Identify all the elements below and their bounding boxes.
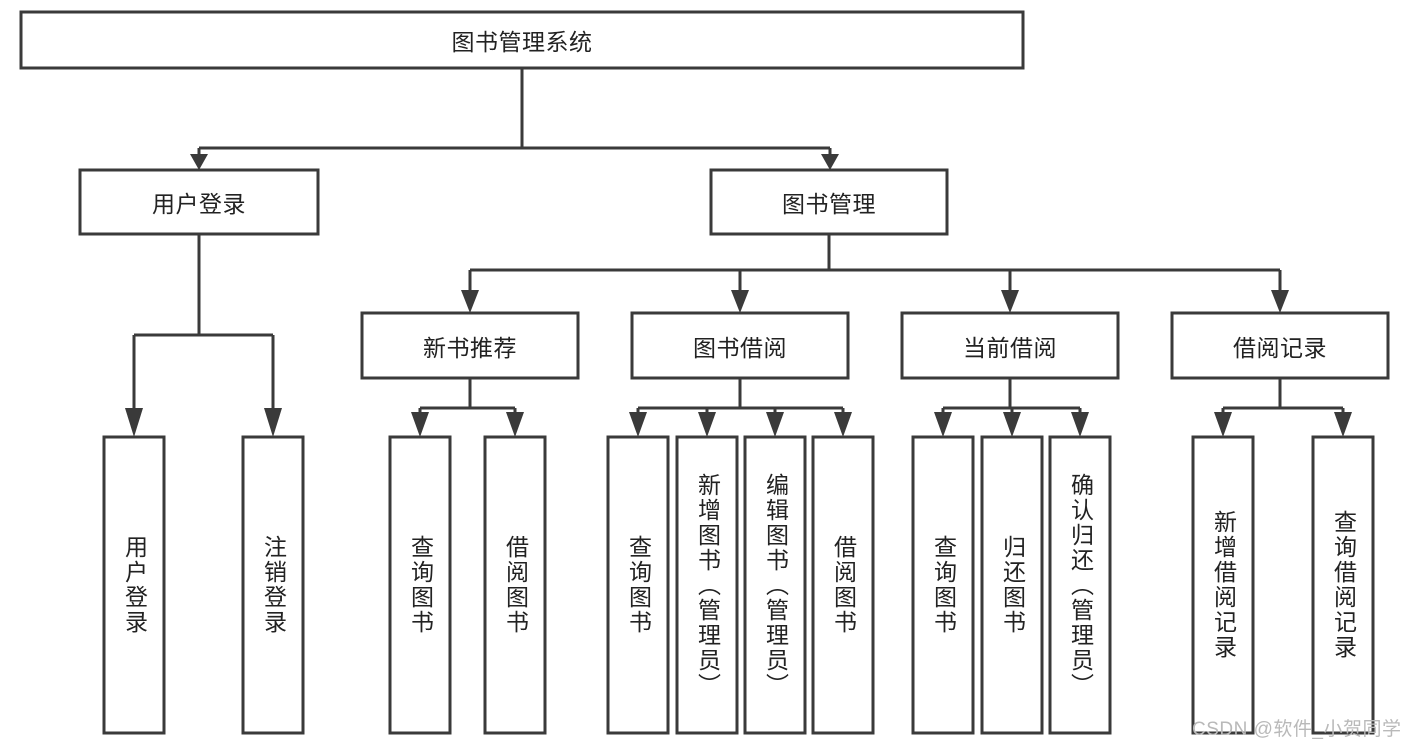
arrow-head-leaf-confirm-return <box>1071 412 1089 437</box>
arrow-head-newbook <box>461 290 479 313</box>
node-box-leaf-user-login[interactable] <box>102 435 166 735</box>
node-box-borrow-record[interactable] <box>1170 311 1390 380</box>
node-box-leaf-query-book-2[interactable] <box>606 435 670 735</box>
arrow-head-borrowrecord <box>1271 290 1289 313</box>
arrow-head-bookborrow <box>731 290 749 313</box>
node-box-leaf-add-record[interactable] <box>1191 435 1255 735</box>
node-label-leaf-user-login: 用户登录 <box>121 535 148 635</box>
node-label-leaf-query-record: 查询借阅记录 <box>1330 510 1357 660</box>
node-box-leaf-query-book-1[interactable] <box>388 435 452 735</box>
connector-layer <box>125 68 1352 437</box>
node-box-leaf-borrow-book-1[interactable] <box>483 435 547 735</box>
arrow-head-user-login <box>190 154 208 170</box>
node-box-leaf-query-record[interactable] <box>1311 435 1375 735</box>
node-box-leaf-return-book[interactable] <box>980 435 1044 735</box>
node-box-leaf-edit-book[interactable] <box>743 435 807 735</box>
node-box-leaf-logout[interactable] <box>241 435 305 735</box>
node-box-root[interactable] <box>19 10 1025 70</box>
node-label-leaf-confirm-return: 确认归还（管理员） <box>1067 472 1094 698</box>
node-box-new-book-rec[interactable] <box>360 311 580 380</box>
arrow-head-leaf-query-record <box>1334 412 1352 437</box>
arrow-head-leaf-user-login <box>125 408 143 437</box>
node-label-leaf-add-record: 新增借阅记录 <box>1210 510 1237 660</box>
node-label-leaf-edit-book: 编辑图书（管理员） <box>762 472 789 698</box>
node-box-leaf-borrow-book-2[interactable] <box>811 435 875 735</box>
node-label-leaf-query-book-1: 查询图书 <box>407 535 434 635</box>
node-box-book-borrow[interactable] <box>630 311 850 380</box>
arrow-head-leaf-query-book-2 <box>629 412 647 437</box>
arrow-head-leaf-logout <box>264 408 282 437</box>
node-box-current-borrow[interactable] <box>900 311 1120 380</box>
arrow-head-currentborrow <box>1001 290 1019 313</box>
node-box-leaf-add-book[interactable] <box>675 435 739 735</box>
arrow-head-leaf-add-book <box>698 412 716 437</box>
node-box-book-manage[interactable] <box>709 168 949 236</box>
node-label-leaf-borrow-book-1: 借阅图书 <box>502 535 529 635</box>
arrow-head-book-manage <box>821 154 839 170</box>
node-label-leaf-query-book-2: 查询图书 <box>625 535 652 635</box>
node-label-leaf-return-book: 归还图书 <box>999 535 1026 635</box>
node-label-leaf-logout: 注销登录 <box>260 535 287 635</box>
node-label-leaf-borrow-book-2: 借阅图书 <box>830 535 857 635</box>
node-box-user-login[interactable] <box>78 168 320 236</box>
arrow-head-leaf-add-record <box>1214 412 1232 437</box>
arrow-head-leaf-borrow-book-1 <box>506 412 524 437</box>
arrow-head-leaf-return-book <box>1003 412 1021 437</box>
arrow-head-leaf-edit-book <box>766 412 784 437</box>
arrow-head-leaf-query-book-1 <box>411 412 429 437</box>
arrow-head-leaf-query-book-3 <box>934 412 952 437</box>
node-box-layer <box>19 10 1390 735</box>
node-label-leaf-query-book-3: 查询图书 <box>930 535 957 635</box>
node-box-leaf-query-book-3[interactable] <box>911 435 975 735</box>
watermark-text: CSDN @软件_小贺同学 <box>1192 719 1402 740</box>
node-box-leaf-confirm-return[interactable] <box>1048 435 1112 735</box>
arrow-head-leaf-borrow-book-2 <box>834 412 852 437</box>
node-label-leaf-add-book: 新增图书（管理员） <box>694 472 721 698</box>
